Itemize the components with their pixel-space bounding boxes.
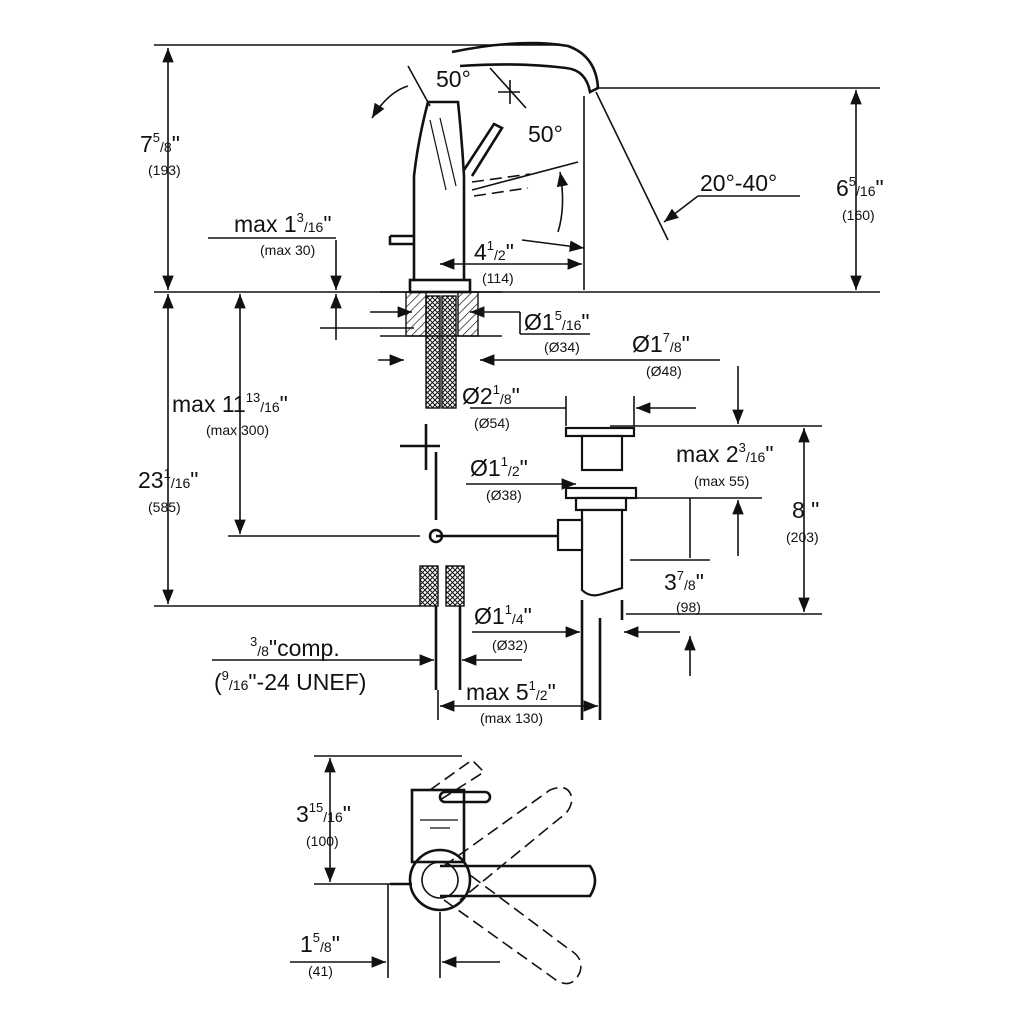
svg-text:75/8": 75/8" — [140, 130, 180, 157]
popup-rod — [400, 424, 568, 544]
svg-text:3/8"comp.: 3/8"comp. — [250, 634, 340, 661]
angle-lever-label: 50° — [528, 121, 563, 147]
angle-tilt-label: 20°-40° — [700, 170, 777, 196]
svg-text:max 13/16": max 13/16" — [234, 210, 332, 237]
dim-total-depth: 231/16" (585) — [138, 466, 198, 515]
svg-text:max 1113/16": max 1113/16" — [172, 390, 288, 417]
svg-text:(41): (41) — [308, 963, 333, 979]
svg-text:(Ø34): (Ø34) — [544, 339, 580, 355]
dim-tailpiece-diameter: Ø11/4" (Ø32) — [474, 602, 532, 653]
lever-plan-view — [390, 758, 597, 985]
dim-hose-length: max 1113/16" (max 300) — [172, 390, 288, 438]
svg-text:Ø11/2": Ø11/2" — [470, 454, 528, 481]
svg-text:(114): (114) — [482, 270, 514, 286]
svg-text:(98): (98) — [676, 599, 701, 615]
dim-height-spout: 65/16" (160) — [836, 174, 884, 223]
dim-thread: (9/16"-24 UNEF) — [214, 668, 366, 695]
svg-text:Ø15/16": Ø15/16" — [524, 308, 590, 335]
svg-text:(max 130): (max 130) — [480, 710, 543, 726]
dim-spout-reach: 41/2" (114) — [474, 238, 514, 286]
dim-lever-height: 315/16" (100) — [296, 800, 351, 849]
svg-text:(max 30): (max 30) — [260, 242, 315, 258]
svg-text:(max 55): (max 55) — [694, 473, 749, 489]
dim-base-diameter: Ø15/16" (Ø34) — [524, 308, 590, 355]
dim-drain-total: 8 " (203) — [786, 497, 819, 545]
dimension-lines — [154, 44, 880, 720]
svg-text:(203): (203) — [786, 529, 819, 545]
svg-text:(Ø48): (Ø48) — [646, 363, 682, 379]
svg-text:(Ø32): (Ø32) — [492, 637, 528, 653]
dim-compression: 3/8"comp. — [250, 634, 340, 661]
dim-drain-body: Ø11/2" (Ø38) — [470, 454, 528, 503]
dim-hole-diameter: Ø17/8" (Ø48) — [632, 330, 690, 379]
lower-dimension-lines — [290, 755, 500, 978]
angle-spout-label: 50° — [436, 66, 471, 92]
svg-text:(100): (100) — [306, 833, 339, 849]
svg-text:(9/16"-24 UNEF): (9/16"-24 UNEF) — [214, 668, 366, 695]
svg-text:(max 300): (max 300) — [206, 422, 269, 438]
svg-text:315/16": 315/16" — [296, 800, 351, 827]
svg-text:Ø21/8": Ø21/8" — [462, 382, 520, 409]
svg-text:(585): (585) — [148, 499, 181, 515]
dim-drain-flange: Ø21/8" (Ø54) — [462, 382, 520, 431]
dim-tailpiece-length: 37/8" (98) — [664, 568, 704, 615]
svg-text:max 23/16": max 23/16" — [676, 440, 774, 467]
svg-text:65/16": 65/16" — [836, 174, 884, 201]
svg-text:(160): (160) — [842, 207, 875, 223]
svg-text:Ø11/4": Ø11/4" — [474, 602, 532, 629]
dim-height-total: 75/8" (193) — [140, 130, 181, 178]
svg-text:Ø17/8": Ø17/8" — [632, 330, 690, 357]
svg-text:8 ": 8 " — [792, 497, 819, 523]
svg-text:41/2": 41/2" — [474, 238, 514, 265]
svg-text:231/16": 231/16" — [138, 466, 198, 493]
dim-drain-offset: max 51/2" (max 130) — [466, 678, 556, 726]
svg-text:37/8": 37/8" — [664, 568, 704, 595]
dim-deck-thickness: max 13/16" (max 30) — [234, 210, 332, 258]
svg-text:(Ø54): (Ø54) — [474, 415, 510, 431]
supply-valves — [419, 565, 465, 690]
svg-text:15/8": 15/8" — [300, 930, 340, 957]
dim-lever-offset: 15/8" (41) — [300, 930, 340, 979]
svg-text:max 51/2": max 51/2" — [466, 678, 556, 705]
svg-text:(Ø38): (Ø38) — [486, 487, 522, 503]
dim-drain-depth: max 23/16" (max 55) — [676, 440, 774, 489]
drain-assembly — [556, 426, 638, 720]
svg-text:(193): (193) — [148, 162, 181, 178]
